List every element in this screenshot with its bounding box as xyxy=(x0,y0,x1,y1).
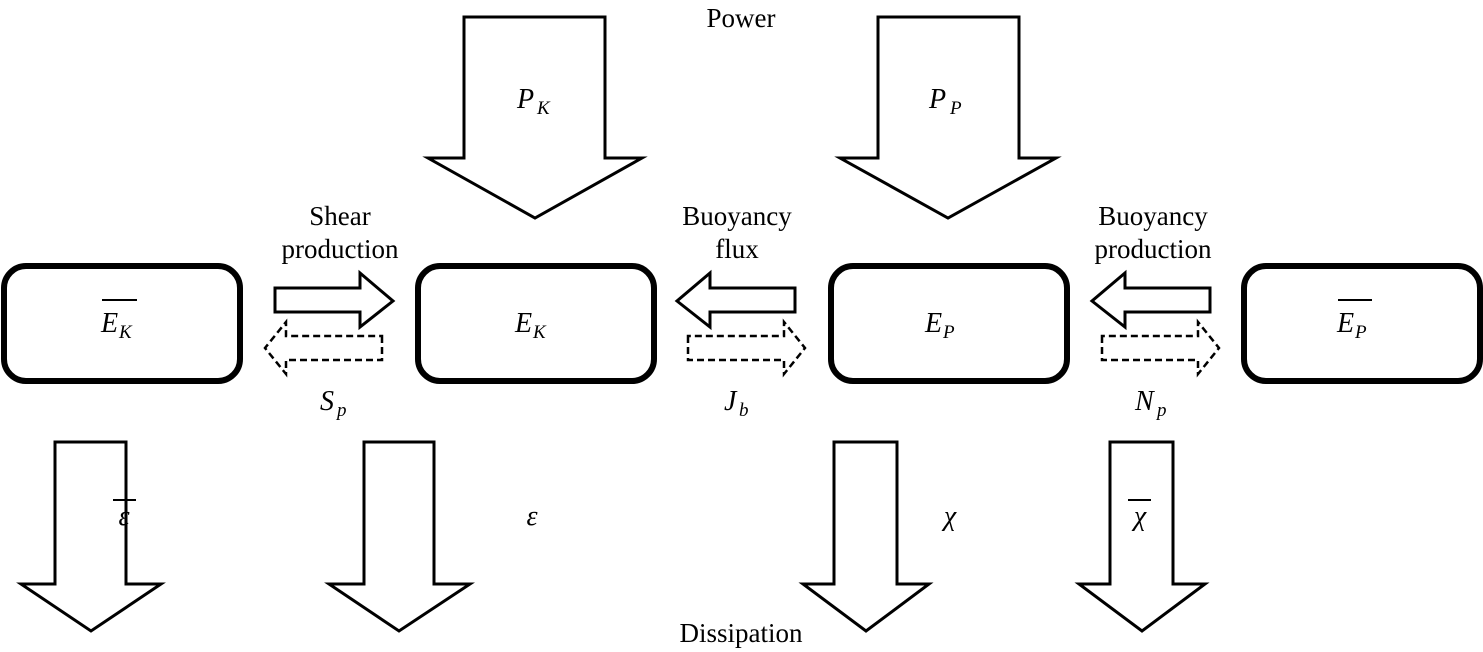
exchange-symbol: S xyxy=(320,386,334,417)
exchange-buoyancy-flux: Buoyancy flux J b xyxy=(674,201,807,421)
exchange-label-line1: Buoyancy xyxy=(1098,201,1208,231)
power-label: Power xyxy=(707,3,776,33)
exchange-label-line2: flux xyxy=(715,234,759,264)
dashed-arrow-right xyxy=(686,318,807,378)
exchange-symbol: N xyxy=(1134,386,1155,417)
dissipation-symbol: χ xyxy=(941,501,957,532)
solid-arrow-left xyxy=(674,269,797,331)
exchange-subscript: p xyxy=(1155,400,1167,421)
exchange-label-line1: Shear xyxy=(309,201,370,231)
exchange-label-line1: Buoyancy xyxy=(682,201,792,231)
power-symbol-kinetic: P xyxy=(516,84,534,115)
exchange-subscript: b xyxy=(739,400,749,421)
power-subscript-potential: P xyxy=(949,98,962,119)
reservoir-subscript: P xyxy=(1354,322,1367,343)
power-arrow-potential: P P xyxy=(834,15,1062,220)
reservoir-symbol: E xyxy=(924,308,942,339)
reservoir-subscript: P xyxy=(942,322,955,343)
reservoir-mean-potential: E P xyxy=(1241,263,1483,384)
reservoir-symbol: E xyxy=(1336,308,1354,339)
reservoir-symbol: E xyxy=(100,308,118,339)
exchange-buoyancy-production: Buoyancy production N p xyxy=(1089,201,1221,421)
dissipation-arrow-mean-potential: χ xyxy=(1074,440,1210,633)
exchange-label-line2: production xyxy=(282,234,399,264)
reservoir-potential: E P xyxy=(828,263,1070,384)
dissipation-label: Dissipation xyxy=(679,618,803,648)
reservoir-subscript: K xyxy=(532,322,547,343)
power-symbol-potential: P xyxy=(928,84,946,115)
solid-arrow-left xyxy=(1089,269,1212,331)
exchange-label-line2: production xyxy=(1095,234,1212,264)
reservoir-kinetic: E K xyxy=(415,263,657,384)
dashed-arrow-right xyxy=(1100,318,1221,378)
dissipation-symbol: ε xyxy=(526,501,537,532)
dissipation-symbol: χ xyxy=(1131,501,1147,532)
solid-arrow-right xyxy=(273,269,396,331)
exchange-shear-production: Shear production S p xyxy=(263,201,399,421)
power-arrow-kinetic: P K xyxy=(422,15,648,220)
dashed-arrow-left xyxy=(263,318,384,378)
dissipation-arrow-kinetic: ε xyxy=(324,440,538,633)
dissipation-arrow-mean-kinetic: ε xyxy=(16,440,166,633)
reservoir-mean-kinetic: E K xyxy=(1,263,243,384)
exchange-subscript: p xyxy=(335,400,347,421)
dissipation-arrow-potential: χ xyxy=(798,440,957,633)
reservoir-subscript: K xyxy=(118,322,133,343)
dissipation-symbol: ε xyxy=(118,501,129,532)
reservoir-symbol: E xyxy=(514,308,532,339)
exchange-symbol: J xyxy=(724,386,738,417)
power-subscript-kinetic: K xyxy=(536,98,551,119)
